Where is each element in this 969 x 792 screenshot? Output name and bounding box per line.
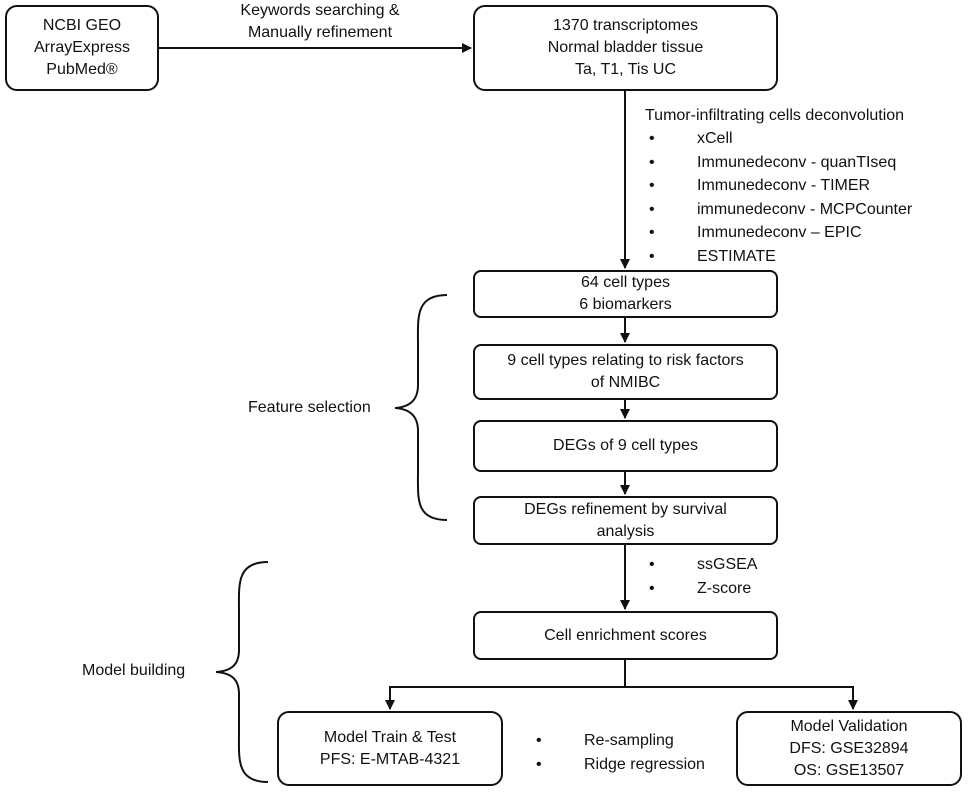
deconvolution-title: Tumor-infiltrating cells deconvolution xyxy=(645,107,905,124)
scoring-methods-list: ssGSEA Z-score xyxy=(645,553,757,600)
validation-title: Model Validation xyxy=(790,717,908,735)
split-connector xyxy=(385,660,626,710)
search-label: Keywords searching & Manually refinement xyxy=(230,0,410,44)
source-ncbi-geo: NCBI GEO xyxy=(42,17,122,34)
transcriptomes-stages: Ta, T1, Tis UC xyxy=(574,61,677,78)
search-label-line: Manually refinement xyxy=(247,24,393,41)
biomarkers-count: 6 biomarkers xyxy=(579,296,672,313)
degs-refinement-line: analysis xyxy=(596,522,655,540)
method-estimate: ESTIMATE xyxy=(645,245,912,269)
method-ridge-regression: Ridge regression xyxy=(532,753,705,777)
train-test-dataset: PFS: E-MTAB-4321 xyxy=(319,750,461,768)
degs-box: DEGs of 9 cell types xyxy=(473,420,778,472)
validation-dfs: DFS: GSE32894 xyxy=(789,739,909,757)
model-building-brace xyxy=(215,561,269,783)
train-test-box: Model Train & Test PFS: E-MTAB-4321 xyxy=(277,711,503,786)
method-epic: Immunedeconv – EPIC xyxy=(645,221,912,245)
method-resampling: Re-sampling xyxy=(532,729,705,753)
validation-box: Model Validation DFS: GSE32894 OS: GSE13… xyxy=(736,711,962,786)
method-xcell: xCell xyxy=(645,127,912,151)
feature-selection-brace xyxy=(394,294,448,521)
validation-os: OS: GSE13507 xyxy=(793,761,905,779)
transcriptomes-box: 1370 transcriptomes Normal bladder tissu… xyxy=(473,5,778,91)
method-ssgsea: ssGSEA xyxy=(645,553,757,577)
method-timer: Immunedeconv - TIMER xyxy=(645,174,912,198)
source-arrayexpress: ArrayExpress xyxy=(33,39,131,56)
enrichment-box: Cell enrichment scores xyxy=(473,611,778,660)
degs-refinement-box: DEGs refinement by survival analysis xyxy=(473,496,778,545)
sources-box: NCBI GEO ArrayExpress PubMed® xyxy=(5,5,159,91)
feature-selection-label: Feature selection xyxy=(248,399,371,416)
degs-label: DEGs of 9 cell types xyxy=(553,437,698,454)
risk-factors-line: 9 cell types relating to risk factors xyxy=(507,352,744,369)
risk-factors-line: of NMIBC xyxy=(590,374,661,391)
deconvolution-methods-list: xCell Immunedeconv - quanTIseq Immunedec… xyxy=(645,127,912,268)
search-label-line: Keywords searching & xyxy=(240,2,400,19)
transcriptomes-tissue: Normal bladder tissue xyxy=(547,39,704,56)
method-z-score: Z-score xyxy=(645,577,757,601)
train-test-title: Model Train & Test xyxy=(323,728,457,746)
training-methods-list: Re-sampling Ridge regression xyxy=(532,729,705,776)
method-quantiseq: Immunedeconv - quanTIseq xyxy=(645,151,912,175)
risk-factors-box: 9 cell types relating to risk factors of… xyxy=(473,344,778,400)
model-building-label: Model building xyxy=(82,662,186,679)
cell-types-count: 64 cell types xyxy=(581,274,670,291)
enrichment-label: Cell enrichment scores xyxy=(544,626,707,644)
cell-types-box: 64 cell types 6 biomarkers xyxy=(473,270,778,318)
transcriptomes-count: 1370 transcriptomes xyxy=(553,17,698,34)
method-mcpcounter: immunedeconv - MCPCounter xyxy=(645,198,912,222)
source-pubmed: PubMed® xyxy=(46,61,118,78)
split-connector-right xyxy=(625,686,858,710)
degs-refinement-line: DEGs refinement by survival xyxy=(524,500,727,518)
